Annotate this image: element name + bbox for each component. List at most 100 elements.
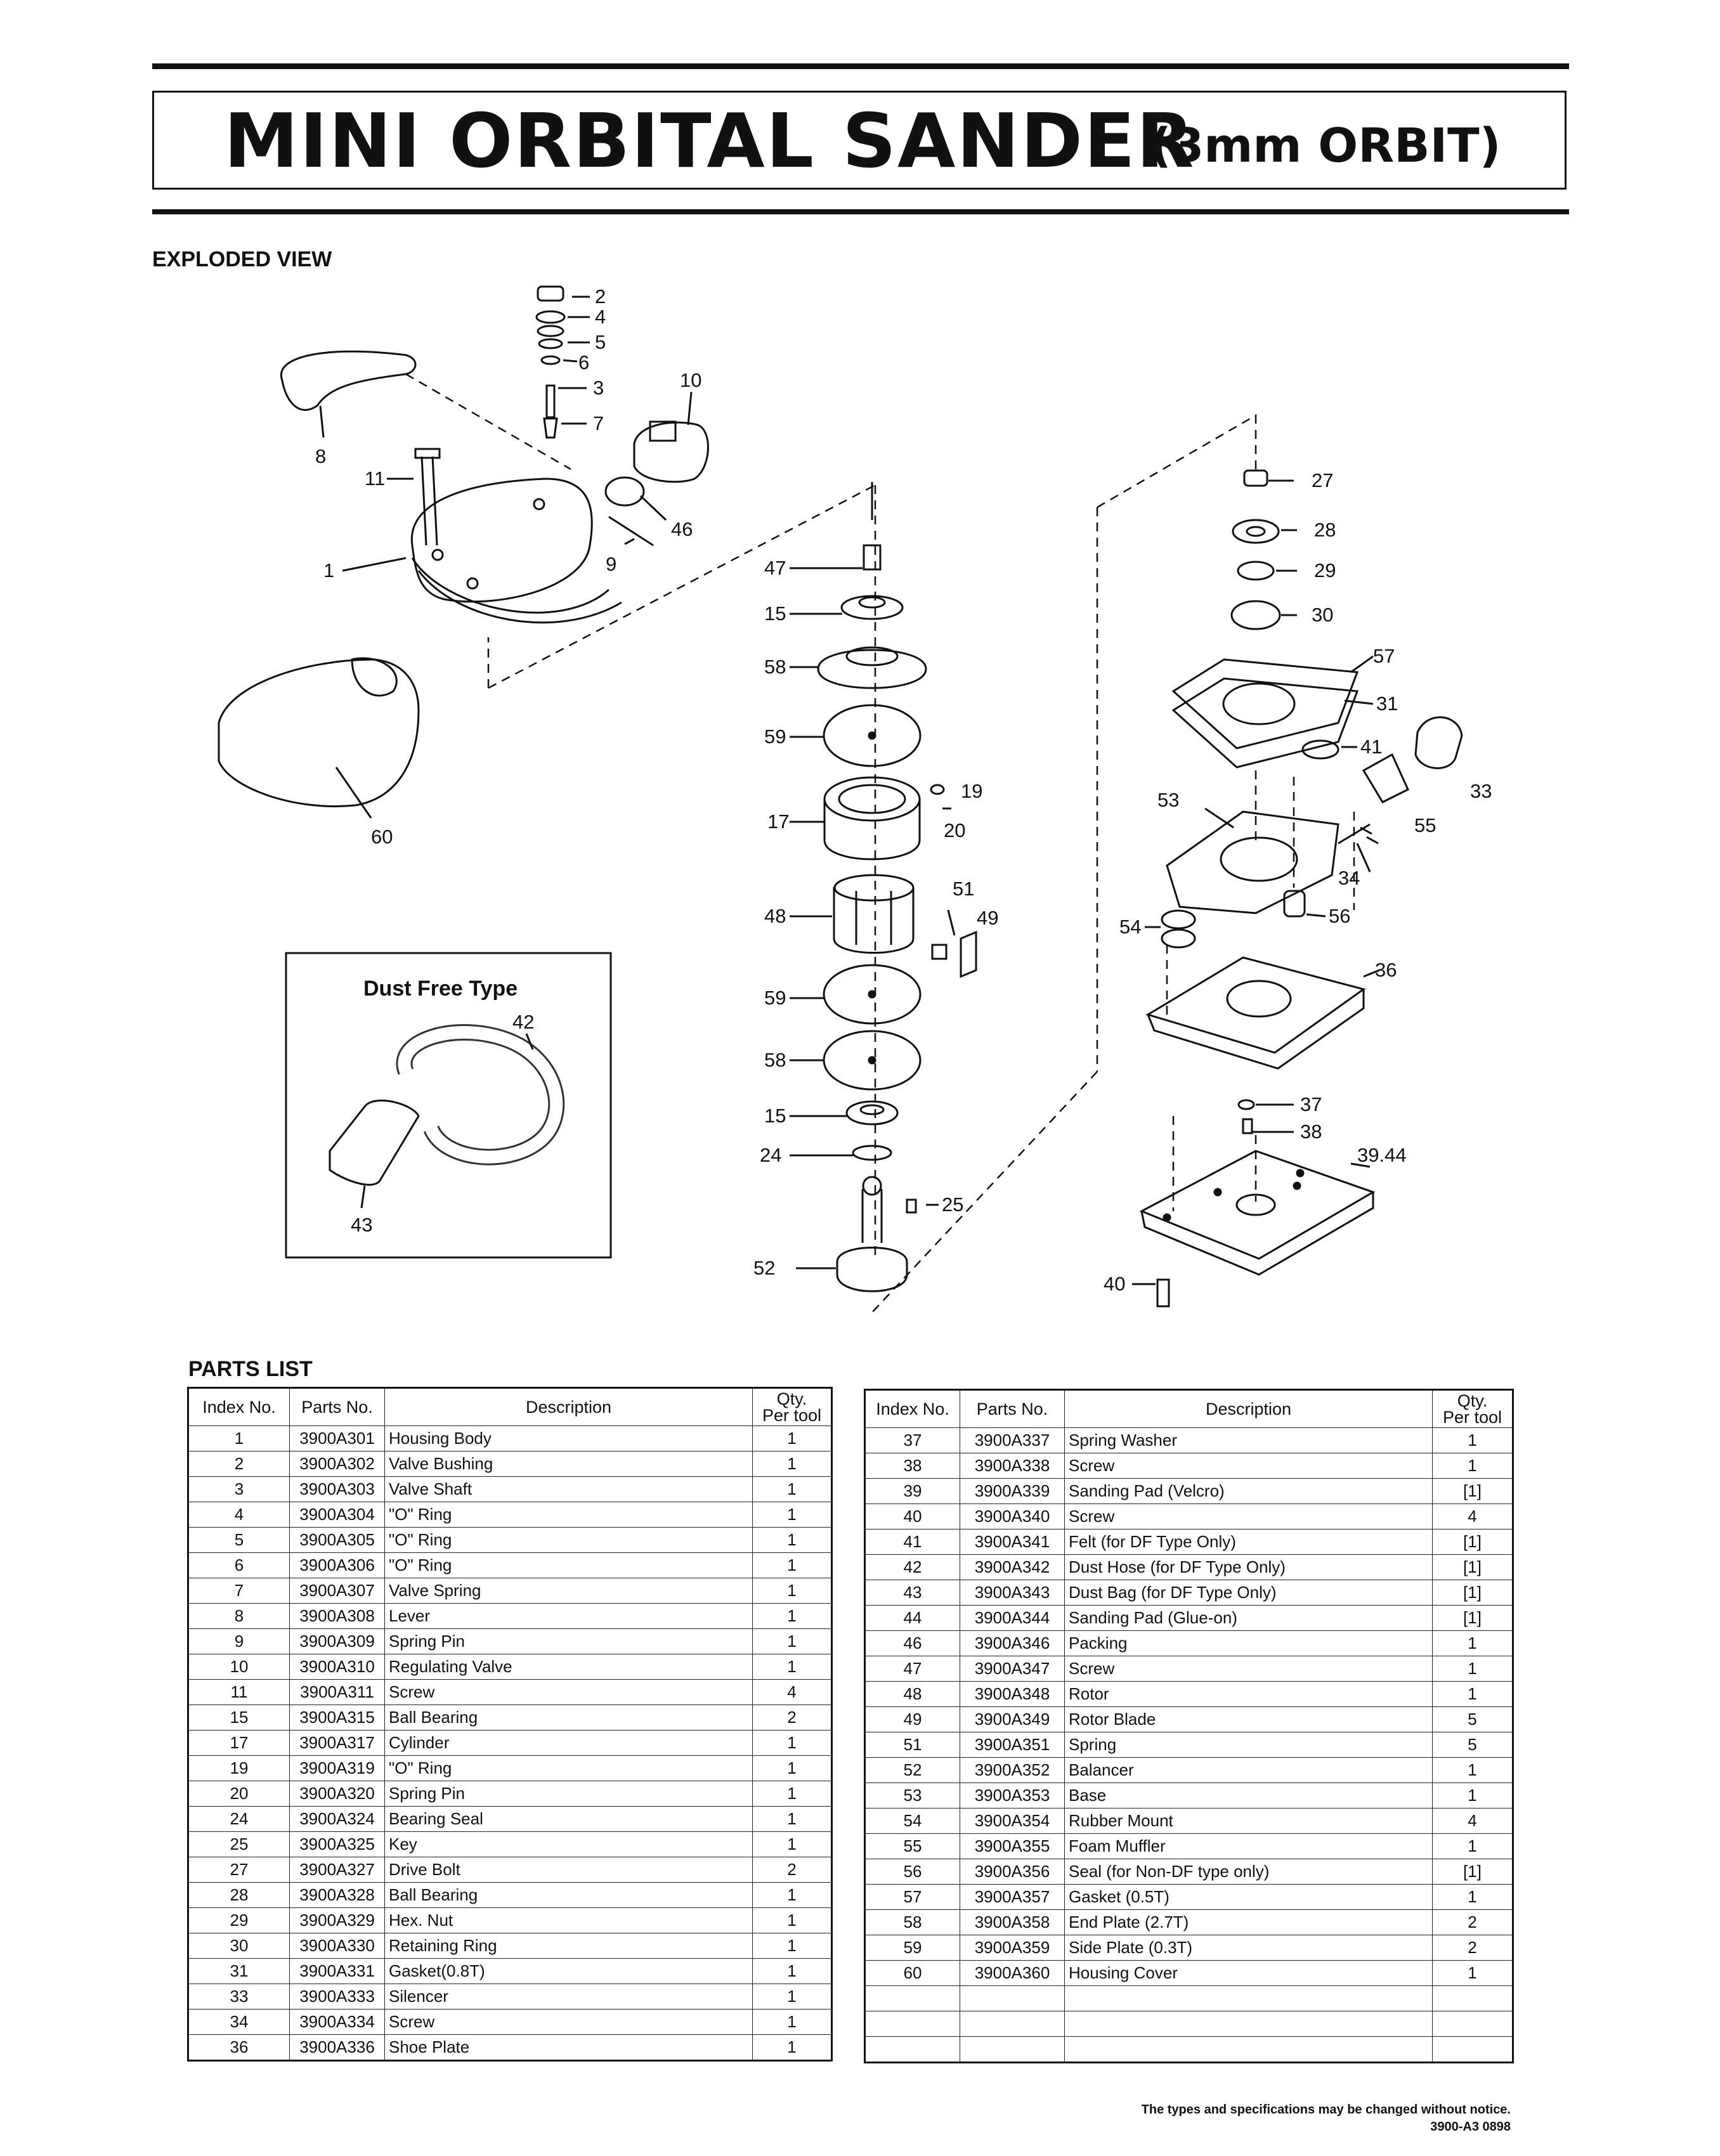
cell-description: Key [384, 1831, 753, 1857]
dust-bag-part [329, 1100, 420, 1186]
callout-15b: 15 [764, 1105, 786, 1127]
callout-24: 24 [760, 1144, 781, 1166]
callout-56: 56 [1329, 905, 1350, 927]
lever-part [280, 350, 417, 411]
regulating-valve-part [633, 421, 709, 483]
callout-1: 1 [323, 559, 334, 581]
table-row-empty [864, 2011, 1513, 2037]
cell-index: 59 [864, 1935, 960, 1961]
cell-qty: 1 [1432, 1757, 1513, 1783]
col-part-header: Parts No. [960, 1389, 1065, 1428]
qty-header-line1: Qty. [1457, 1391, 1488, 1410]
title-bottom-rule [152, 209, 1569, 214]
cell-index: 48 [864, 1681, 960, 1707]
cell-part-no: 3900A303 [289, 1476, 385, 1502]
cell-qty: 1 [752, 1958, 832, 1984]
cell-index: 47 [864, 1656, 960, 1682]
cell-description: Screw [1064, 1453, 1433, 1479]
cell-qty: 1 [1432, 1833, 1513, 1859]
callout-31: 31 [1376, 692, 1398, 715]
cell-description: Side Plate (0.3T) [1064, 1935, 1433, 1961]
cell-part-no: 3900A330 [289, 1933, 385, 1959]
cell-index: 57 [864, 1884, 960, 1910]
callout-53: 53 [1157, 789, 1179, 811]
cell-description: Spring [1064, 1732, 1433, 1758]
cell-description: "O" Ring [384, 1552, 753, 1578]
cell-index: 49 [864, 1706, 960, 1732]
footer-code: 3900-A3 0898 [1430, 2120, 1511, 2134]
cell-part-no: 3900A340 [960, 1503, 1065, 1529]
cell-index: 30 [188, 1933, 290, 1959]
cell-qty: 1 [752, 1628, 832, 1654]
cell-description: "O" Ring [384, 1502, 753, 1528]
cell-qty: 1 [752, 1933, 832, 1959]
callout-10: 10 [680, 369, 701, 391]
cell-index: 39 [864, 1478, 960, 1504]
col-description-header: Description [1064, 1389, 1433, 1428]
cell-description: Spring Pin [384, 1628, 753, 1654]
cell-index: 3 [188, 1476, 290, 1502]
sanding-pad-part [1139, 1150, 1376, 1260]
cell-description: Dust Bag (for DF Type Only) [1064, 1580, 1433, 1606]
cell-description: Seal (for Non-DF type only) [1064, 1859, 1433, 1885]
empty-cell [1432, 1985, 1513, 2011]
callout-41: 41 [1360, 736, 1382, 758]
cell-part-no: 3900A327 [289, 1857, 385, 1883]
callout-38: 38 [1300, 1120, 1322, 1143]
cell-qty: 1 [752, 1781, 832, 1807]
cell-part-no: 3900A315 [289, 1705, 385, 1731]
cell-index: 36 [188, 2034, 290, 2061]
cell-qty: 1 [752, 1502, 832, 1528]
cell-index: 25 [188, 1831, 290, 1857]
callout-17: 17 [767, 810, 789, 833]
cell-description: Spring Washer [1064, 1427, 1433, 1453]
cell-index: 9 [188, 1628, 290, 1654]
cell-index: 7 [188, 1578, 290, 1604]
cell-qty: 1 [752, 1984, 832, 2010]
cell-index: 60 [864, 1960, 960, 1986]
cell-index: 43 [864, 1580, 960, 1606]
empty-cell [960, 2036, 1065, 2063]
cell-qty: 1 [752, 1476, 832, 1502]
cell-description: Sanding Pad (Glue-on) [1064, 1605, 1433, 1631]
cell-part-no: 3900A357 [960, 1884, 1065, 1910]
callout-33: 33 [1470, 780, 1492, 802]
callout-60: 60 [371, 826, 393, 848]
cell-index: 53 [864, 1783, 960, 1809]
cell-part-no: 3900A301 [289, 1425, 385, 1451]
callout-2: 2 [595, 285, 606, 308]
table-row-empty [864, 1985, 1513, 2011]
cell-qty: [1] [1432, 1554, 1513, 1580]
callout-40: 40 [1104, 1273, 1125, 1295]
cell-qty: [1] [1432, 1529, 1513, 1555]
cell-part-no: 3900A320 [289, 1781, 385, 1807]
cell-index: 29 [188, 1907, 290, 1933]
cell-part-no: 3900A311 [289, 1679, 385, 1705]
cell-index: 44 [864, 1605, 960, 1631]
cell-qty: 1 [1432, 1656, 1513, 1682]
cell-description: Screw [1064, 1503, 1433, 1529]
cell-index: 56 [864, 1859, 960, 1885]
cell-part-no: 3900A347 [960, 1656, 1065, 1682]
empty-cell [1432, 2036, 1513, 2063]
cell-description: Shoe Plate [384, 2034, 753, 2061]
cell-qty: 2 [1432, 1935, 1513, 1961]
cell-qty: 4 [1432, 1808, 1513, 1834]
empty-cell [1064, 2011, 1433, 2037]
cell-description: Balancer [1064, 1757, 1433, 1783]
cell-description: "O" Ring [384, 1527, 753, 1553]
table-row-empty [864, 2036, 1513, 2063]
